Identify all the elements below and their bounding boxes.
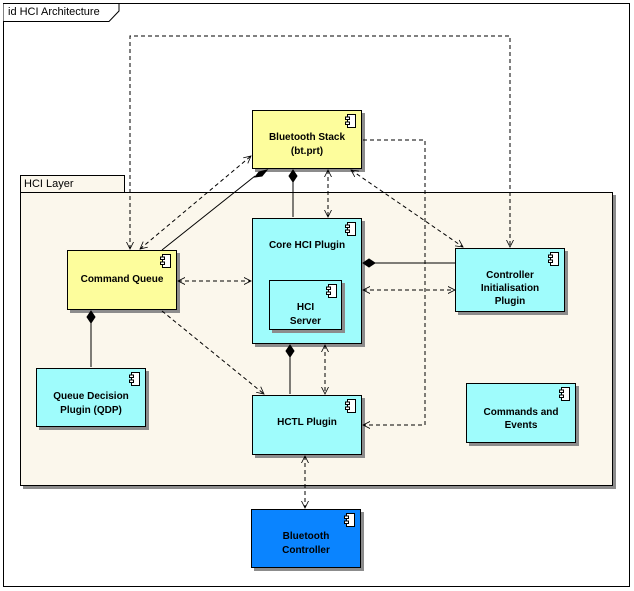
dependency-bt-stack-cip (351, 170, 463, 247)
controller-init-label-3: Plugin (494, 296, 526, 307)
command-queue-label: Command Queue (80, 274, 164, 285)
frame-title: id HCI Architecture (8, 6, 100, 18)
composition-diamond-core-hctl (285, 344, 295, 358)
qdp-label-2: Plugin (QDP) (60, 405, 122, 416)
composition-bt-stack-cq (161, 175, 256, 251)
component-icon (345, 114, 356, 128)
commands-events-label-2: Events (504, 420, 538, 431)
frame-title-tab (3, 3, 123, 22)
controller-initialisation-plugin-component[interactable]: Controller Initialisation Plugin (455, 248, 565, 312)
bt-controller-label-2: Controller (282, 545, 330, 556)
component-icon (160, 254, 171, 268)
dependency-cq-cip-loop (130, 35, 510, 249)
hctl-plugin-label: HCTL Plugin (277, 417, 337, 428)
component-icon (326, 284, 337, 298)
component-icon (548, 252, 559, 266)
dependency-bt-stack-hctl (363, 139, 426, 425)
component-icon (345, 399, 356, 413)
component-icon (559, 387, 570, 401)
bluetooth-stack-label-1: Bluetooth Stack (268, 132, 346, 143)
bt-controller-label-1: Bluetooth (282, 531, 330, 542)
controller-init-label-2: Initialisation (480, 283, 540, 294)
frame-tab-shape (3, 3, 120, 22)
qdp-label-1: Queue Decision (53, 391, 129, 402)
composition-diamond-cip-core (362, 258, 376, 268)
hci-server-label-2: Server (289, 316, 322, 327)
component-icon (129, 372, 140, 386)
bluetooth-stack-component[interactable]: Bluetooth Stack (bt.prt) (252, 110, 362, 169)
commands-and-events-component[interactable]: Commands and Events (466, 383, 576, 443)
composition-diamond-bt-core (288, 169, 298, 183)
composition-diamond-bt-cq (253, 169, 269, 178)
commands-events-label-1: Commands and (483, 407, 559, 418)
hci-layer-label: HCI Layer (24, 178, 74, 190)
bluetooth-stack-label-2: (bt.prt) (290, 146, 324, 157)
hci-layer-tab (20, 175, 125, 193)
hci-server-label-1: HCI (296, 302, 315, 313)
composition-diamond-cq-qdp (86, 310, 96, 324)
bluetooth-controller-component[interactable]: Bluetooth Controller (251, 509, 361, 568)
dependency-cq-bt-stack (140, 156, 251, 249)
hctl-plugin-component[interactable]: HCTL Plugin (252, 395, 362, 455)
command-queue-component[interactable]: Command Queue (67, 250, 177, 310)
hci-server-component[interactable]: HCI Server (269, 280, 342, 330)
component-icon (344, 513, 355, 527)
controller-init-label-1: Controller (486, 270, 534, 281)
queue-decision-plugin-component[interactable]: Queue Decision Plugin (QDP) (36, 368, 146, 427)
dependency-cq-hctl (161, 310, 264, 394)
